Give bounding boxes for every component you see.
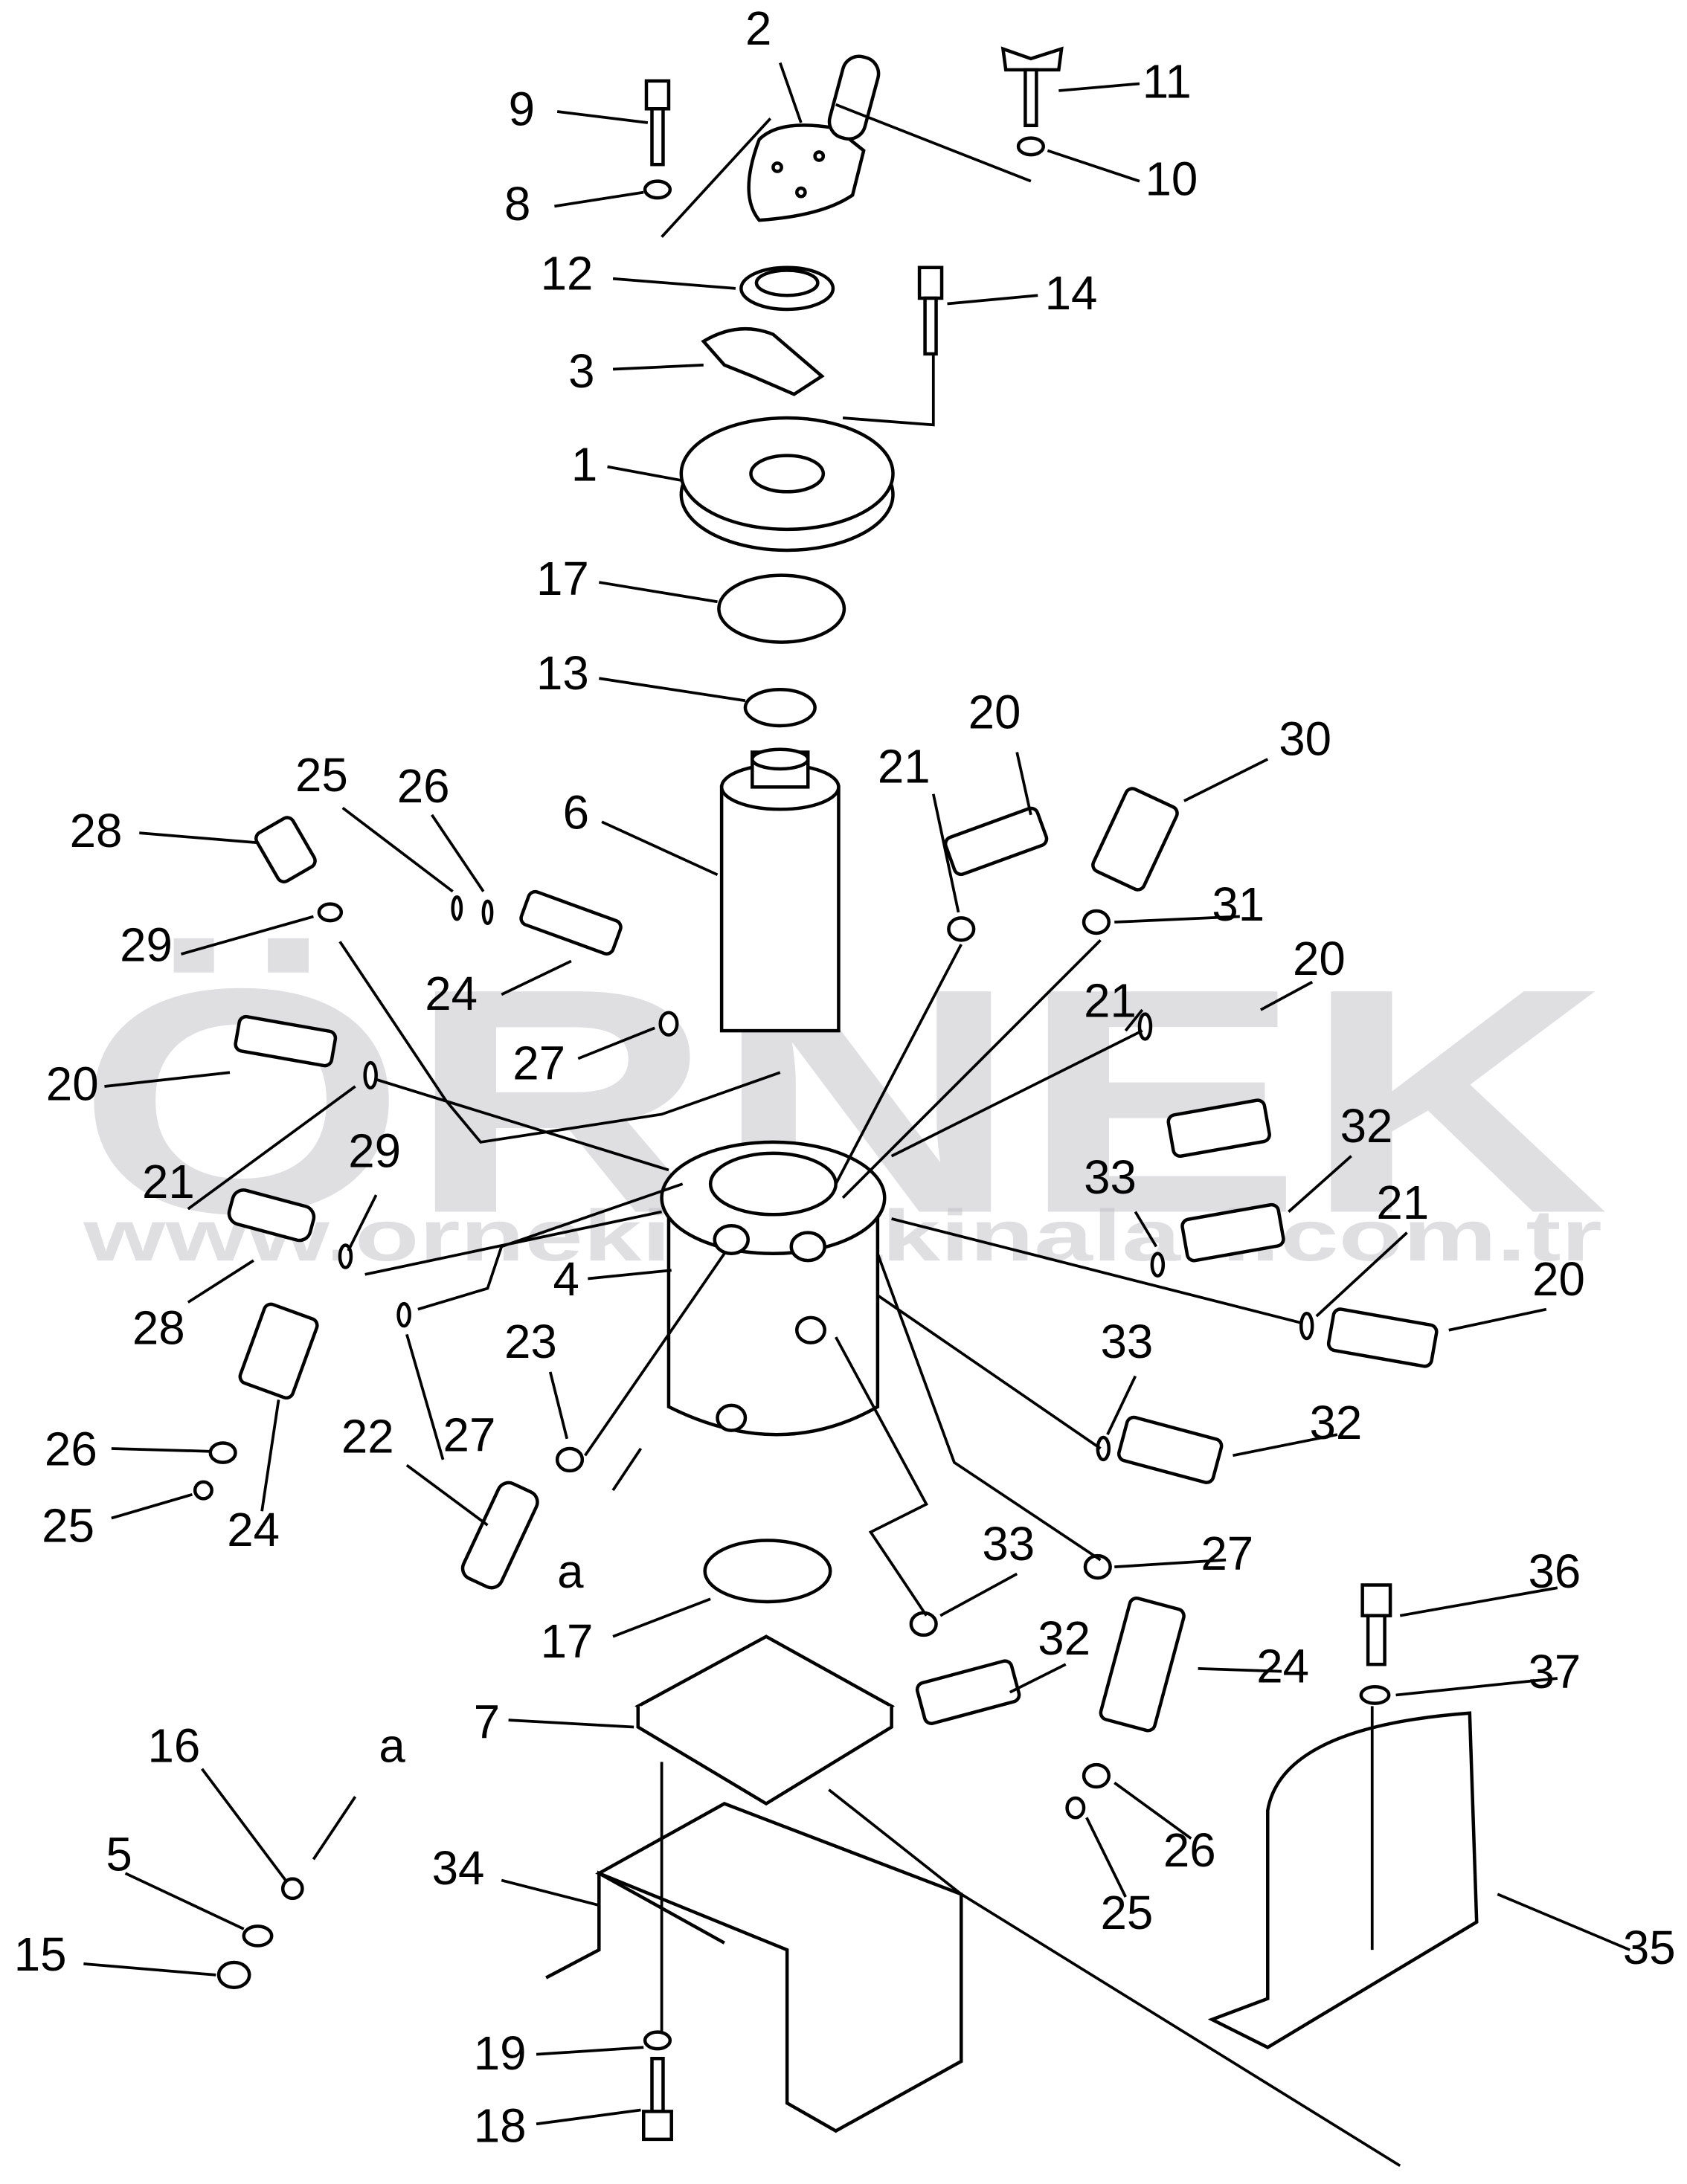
callout-label-35: 35 [1623,1922,1676,1974]
callout-label-33: 33 [982,1518,1035,1571]
part-cover-lever [747,54,881,222]
part-wingbolt-11 [1000,46,1064,128]
callout-label-21: 21 [878,741,931,793]
callout-label-32: 32 [1340,1100,1393,1153]
callout-label-21: 21 [142,1156,195,1208]
callout-label-31: 31 [1212,878,1265,931]
callout-label-3: 3 [568,345,594,398]
callout-label-4: 4 [553,1253,579,1306]
callout-label-26: 26 [397,760,450,813]
callout-label-20: 20 [46,1058,99,1111]
callout-label-29: 29 [120,918,173,971]
callout-label-28: 28 [132,1301,185,1354]
part-seal-12 [739,265,835,312]
callout-label-25: 25 [42,1499,94,1552]
callout-label-29: 29 [348,1125,401,1178]
part-bolt-14 [917,265,944,356]
callout-label-17: 17 [536,553,589,605]
callout-label-15: 15 [14,1928,67,1981]
callout-label-5: 5 [106,1828,132,1881]
callout-label-24: 24 [227,1504,280,1556]
callout-label-25: 25 [1101,1887,1154,1939]
callout-label-21: 21 [1084,974,1137,1027]
part-bracket-34 [545,1802,963,2133]
callout-label-20: 20 [1532,1253,1585,1306]
part-plate-35 [1207,1711,1479,2049]
callout-label-13: 13 [536,647,589,700]
fittings [193,787,1439,1820]
part-bolt-36 [1360,1583,1392,1666]
callout-label-33: 33 [1084,1151,1137,1204]
callout-label-26: 26 [45,1423,97,1475]
callout-label-11: 11 [1143,55,1192,108]
callout-label-a: a [379,1719,405,1772]
callout-label-28: 28 [70,805,123,857]
callout-label-17: 17 [541,1615,594,1668]
part-check-valve-5-15-16 [216,1877,304,1989]
callout-label-18: 18 [474,2100,527,2153]
callout-label-25: 25 [295,749,348,802]
callout-label-30: 30 [1279,712,1331,765]
part-washer-10 [1016,136,1045,157]
part-plate-3 [701,327,825,396]
callout-label-8: 8 [504,178,530,231]
callout-label-24: 24 [1256,1640,1309,1693]
part-oring-13 [743,688,817,728]
part-oring-17-top [717,573,846,644]
leader-lines [83,62,1630,2168]
callout-label-36: 36 [1528,1545,1581,1598]
callout-label-a: a [557,1545,584,1598]
callout-label-16: 16 [148,1719,201,1772]
part-rotor-6 [719,747,841,1033]
part-bolt-18-19 [642,2030,673,2142]
part-washer-37 [1359,1684,1391,1705]
callout-label-20: 20 [1293,932,1346,985]
callout-label-10: 10 [1145,152,1198,205]
callout-label-6: 6 [563,787,589,840]
callout-label-9: 9 [509,83,535,136]
callout-label-32: 32 [1038,1612,1090,1665]
callout-label-12: 12 [541,248,594,300]
part-oring-17-bottom [703,1539,832,1604]
callout-label-27: 27 [443,1409,496,1462]
part-body-4 [660,1140,887,1437]
callout-label-22: 22 [341,1411,394,1463]
callout-label-27: 27 [1201,1527,1253,1580]
callout-label-20: 20 [968,686,1021,739]
part-bolt-9 [644,79,671,167]
callout-label-32: 32 [1309,1397,1362,1449]
callout-label-26: 26 [1163,1824,1216,1877]
callout-label-19: 19 [474,2027,527,2080]
callout-label-37: 37 [1528,1646,1581,1698]
part-washer-8 [643,179,672,200]
callout-label-2: 2 [745,2,771,55]
callout-label-1: 1 [571,438,597,491]
callout-label-7: 7 [474,1695,500,1748]
callout-label-34: 34 [432,1842,485,1895]
callout-label-24: 24 [425,967,478,1020]
part-plate-7 [634,1634,896,1806]
part-flange-1 [679,416,895,553]
callout-label-27: 27 [512,1037,565,1090]
callout-label-33: 33 [1101,1315,1154,1368]
callout-label-14: 14 [1045,267,1098,320]
callout-label-23: 23 [504,1315,557,1368]
callout-label-21: 21 [1376,1176,1429,1229]
